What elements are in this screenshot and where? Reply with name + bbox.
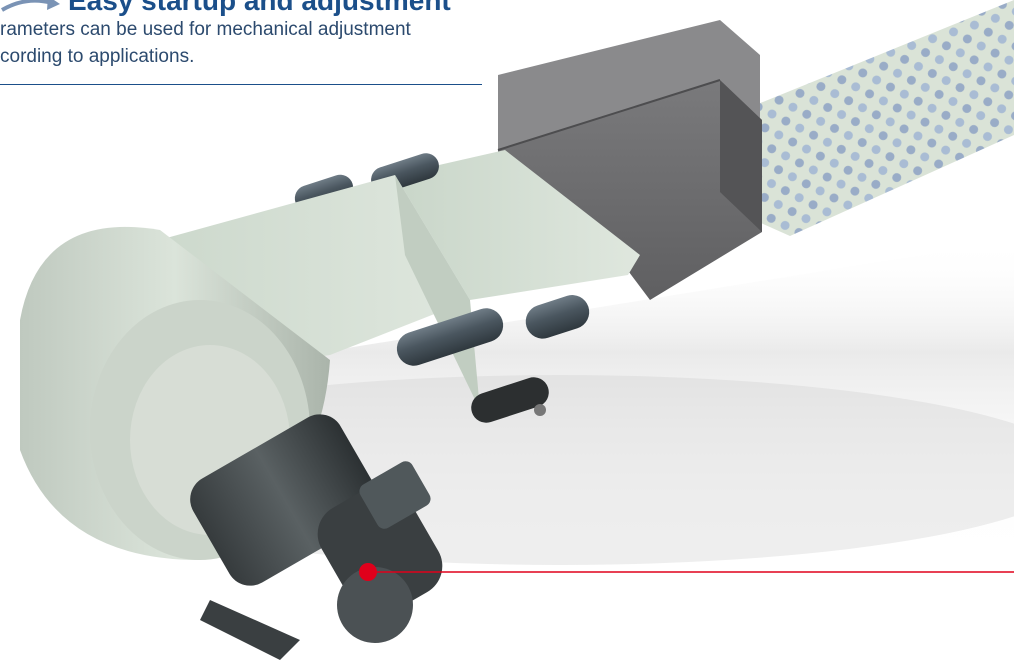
description-line-2: cording to applications. (0, 46, 195, 67)
header-divider (0, 84, 482, 85)
header: Easy startup and adjustment rameters can… (0, 0, 490, 86)
arrow-swoosh-icon (0, 0, 60, 12)
section-title: Easy startup and adjustment (68, 0, 451, 16)
callout-dot (359, 563, 377, 581)
drive-motor (190, 414, 443, 660)
sensor-housing (498, 80, 762, 300)
section-description: rameters can be used for mechanical adju… (0, 16, 490, 70)
description-line-1: rameters can be used for mechanical adju… (0, 19, 411, 40)
